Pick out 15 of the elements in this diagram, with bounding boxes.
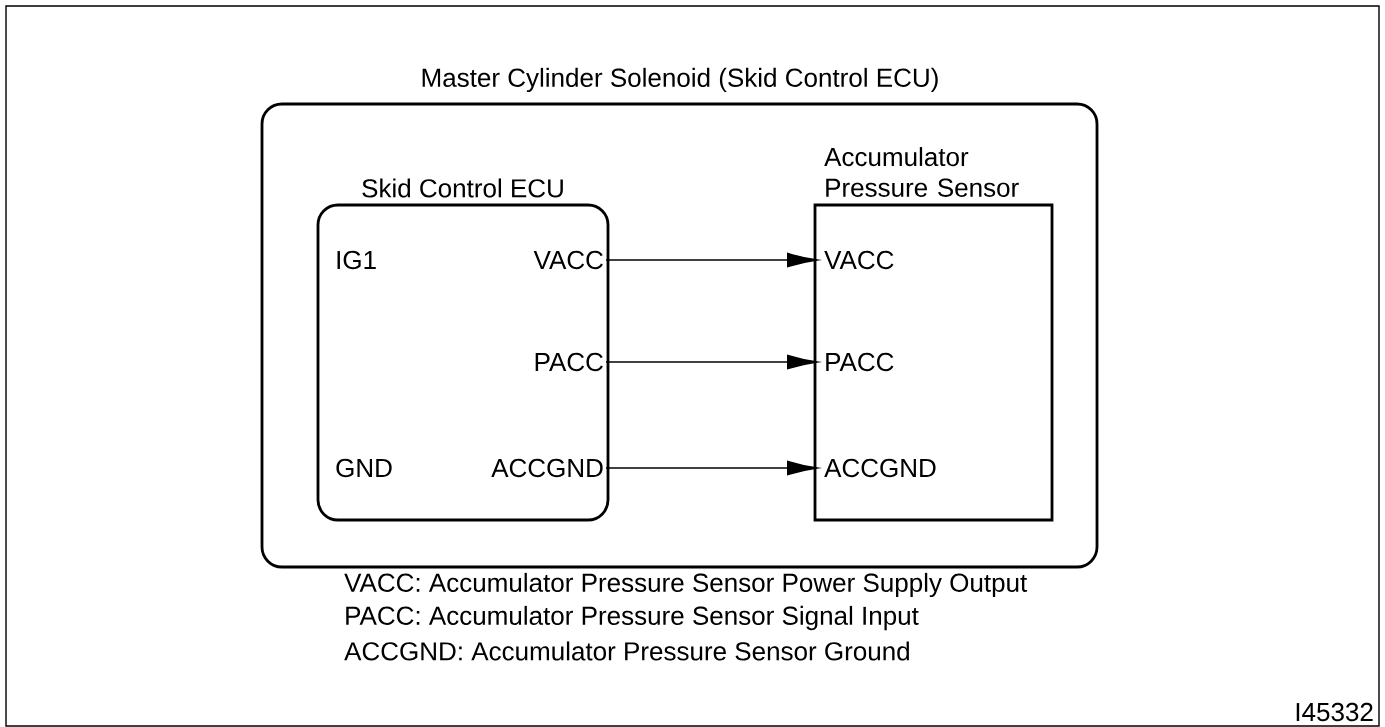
- note-text: VACC: Accumulator Pressure Sensor Power Supply Output: [344, 572, 1028, 598]
- pin-label: IG1: [337, 250, 376, 270]
- figure-code: I45332: [1296, 702, 1373, 722]
- note-text: ACCGND: Accumulator Pressure Sensor Ground: [344, 641, 909, 661]
- pin-label: PACC: [535, 352, 603, 372]
- pin-label: PACC: [826, 352, 894, 372]
- pin-label: ACCGND: [824, 458, 936, 478]
- pin-label: ACCGND: [491, 458, 603, 478]
- pin-label: VACC: [533, 250, 603, 270]
- pin-label: VACC: [824, 250, 894, 270]
- node-label: Master Cylinder Solenoid (Skid Control ECU): [422, 67, 938, 93]
- node-label: Skid Control ECU: [362, 178, 563, 198]
- note-text: PACC: Accumulator Pressure Sensor Signal Input: [346, 605, 919, 631]
- node-label: Accumulator Pressure Sensor: [824, 147, 1019, 197]
- pin-label: GND: [336, 458, 392, 478]
